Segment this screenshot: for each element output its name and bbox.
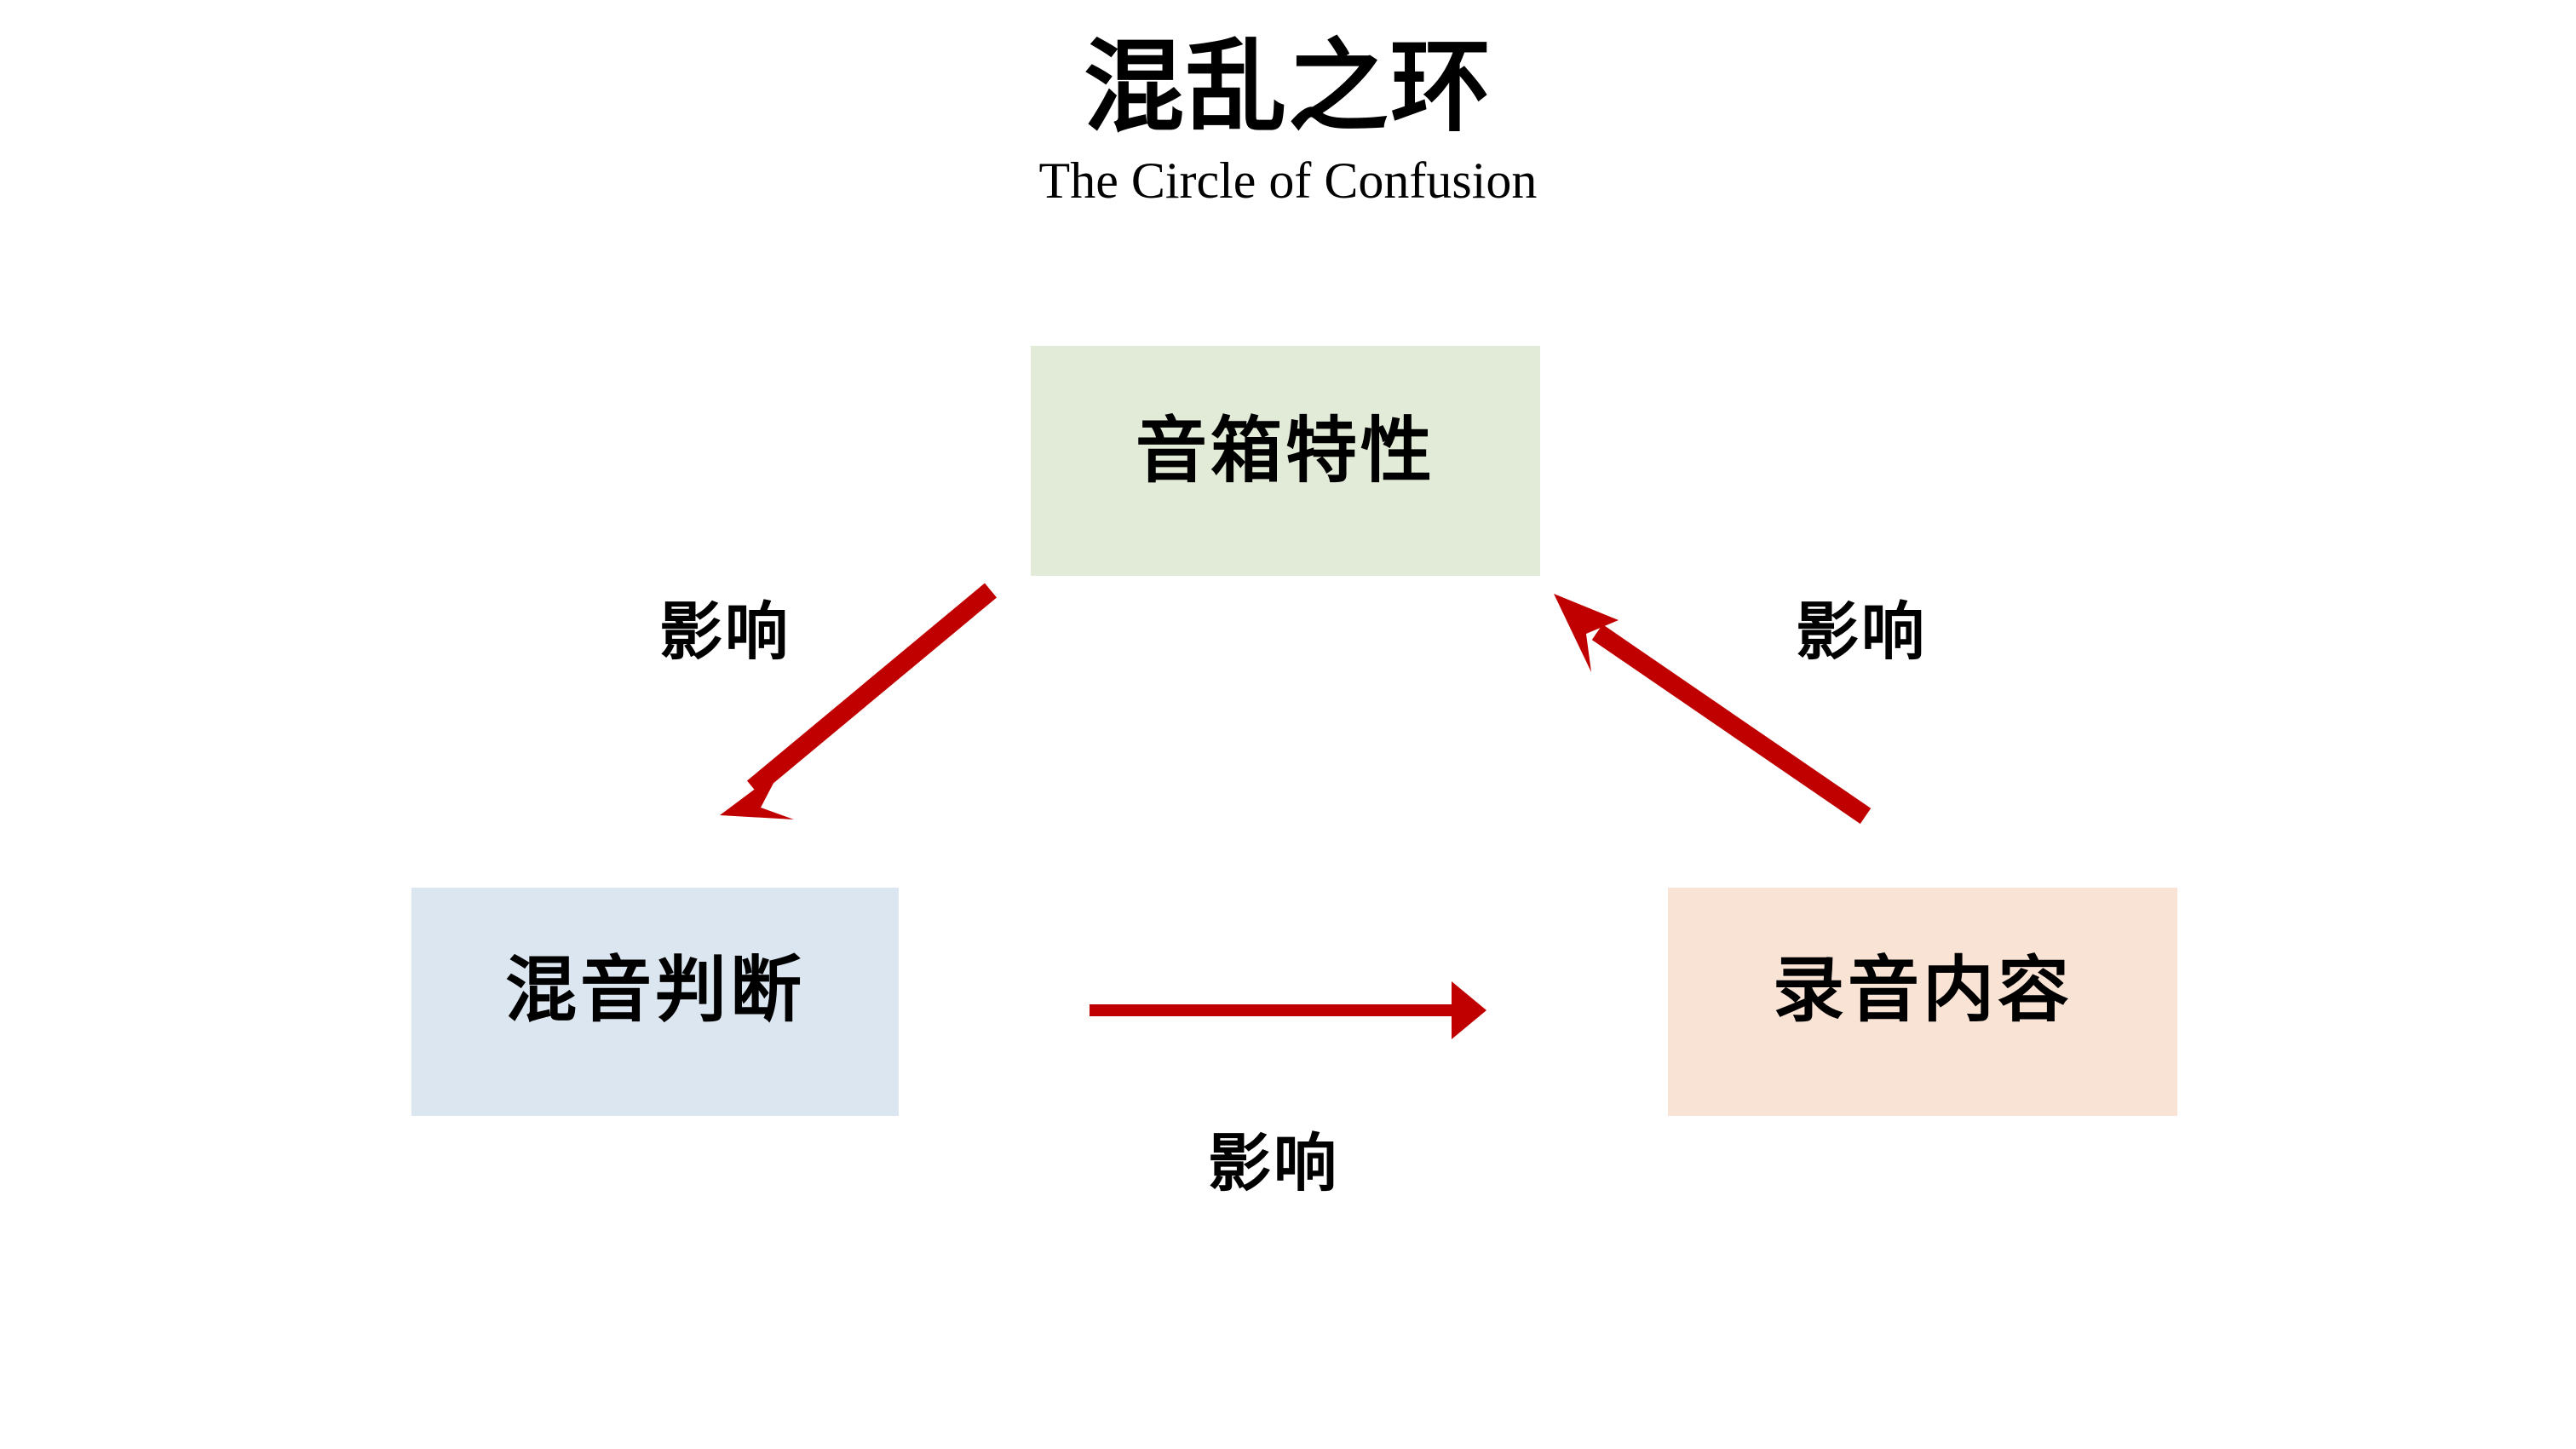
- edge-label-speaker-to-mix: 影响: [659, 598, 791, 668]
- arrow-head: [720, 770, 794, 819]
- page-subtitle: The Circle of Confusion: [1038, 152, 1538, 210]
- page-title: 混乱之环: [1083, 32, 1492, 144]
- node-recording-content[interactable]: 录音内容: [1668, 888, 2177, 1116]
- edge-label-mix-to-record: 影响: [1208, 1130, 1339, 1199]
- node-speaker-characteristics[interactable]: 音箱特性: [1031, 346, 1540, 576]
- title-block: 混乱之环 The Circle of Confusion: [0, 32, 2576, 211]
- node-label: 音箱特性: [1135, 412, 1435, 492]
- arrow-shaft: [1090, 1004, 1456, 1016]
- node-label: 混音判断: [504, 952, 805, 1031]
- arrow-head: [1452, 981, 1486, 1039]
- arrow-mix-to-record: [1090, 981, 1486, 1039]
- node-label: 录音内容: [1772, 952, 2073, 1031]
- edge-label-record-to-speaker: 影响: [1796, 598, 1927, 668]
- arrow-head: [1554, 594, 1619, 672]
- node-mixing-judgement[interactable]: 混音判断: [411, 888, 899, 1116]
